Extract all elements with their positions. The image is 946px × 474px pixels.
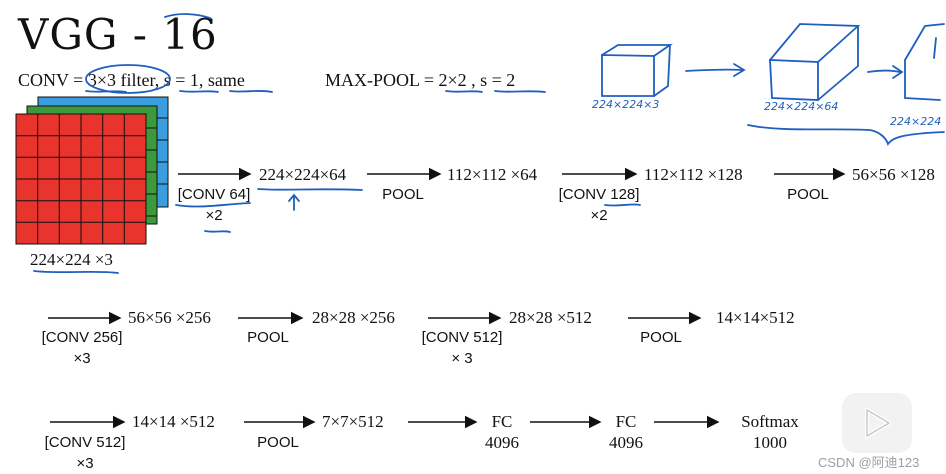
sketch-label-3: 224×224 [890,115,942,128]
row3-size1: 14×14 ×512 [132,412,215,431]
row1-op3-repeat: ×2 [590,207,608,224]
row2-size3: 28×28 ×512 [509,308,592,327]
row1-op3-label: [CONV 128] [558,186,640,203]
row2-size1: 56×56 ×256 [128,308,211,327]
row1-size2: 112×112 ×64 [447,165,538,184]
row1-op1-label: [CONV 64] [177,186,251,203]
play-button[interactable] [842,393,912,453]
conv-definition: CONV = 3×3 filter, s = 1, same [18,70,245,90]
softmax-units: 1000 [753,433,787,452]
row3-op2-label: POOL [257,434,299,451]
handwritten-annotations [33,13,945,274]
page-title: VGG - 16 [18,10,218,59]
play-icon [863,407,893,443]
row2-size2: 28×28 ×256 [312,308,395,327]
fc1-label: FC [491,412,513,431]
row1-op1-repeat: ×2 [205,207,223,224]
row1-size3: 112×112 ×128 [644,165,743,184]
sketch-label-1: 224×224×3 [592,98,660,111]
row3-op1-repeat: ×3 [76,455,94,472]
input-volume [15,96,169,245]
fc1-units: 4096 [485,433,519,452]
row2-op1-label: [CONV 256] [41,329,123,346]
pool-definition: MAX-POOL = 2×2 , s = 2 [325,70,516,90]
row2-op4-label: POOL [640,329,682,346]
row1-size4: 56×56 ×128 [852,165,935,184]
row1-op2-label: POOL [382,186,424,203]
row1-op4-label: POOL [787,186,829,203]
fc2-label: FC [615,412,637,431]
row2-op1-repeat: ×3 [73,350,91,367]
row3-size2: 7×7×512 [322,412,384,431]
sketch-label-2: 224×224×64 [764,100,839,113]
fc2-units: 4096 [609,433,643,452]
watermark: CSDN @阿迪123 [818,455,920,470]
row2-op2-label: POOL [247,329,289,346]
row2-op3-label: [CONV 512] [421,329,503,346]
row2-op3-repeat: × 3 [451,350,473,367]
input-size-label: 224×224 ×3 [30,250,113,269]
row3-op1-label: [CONV 512] [44,434,126,451]
row2-size4: 14×14×512 [716,308,795,327]
softmax-label: Softmax [741,412,799,431]
row1-size1: 224×224×64 [259,165,347,184]
